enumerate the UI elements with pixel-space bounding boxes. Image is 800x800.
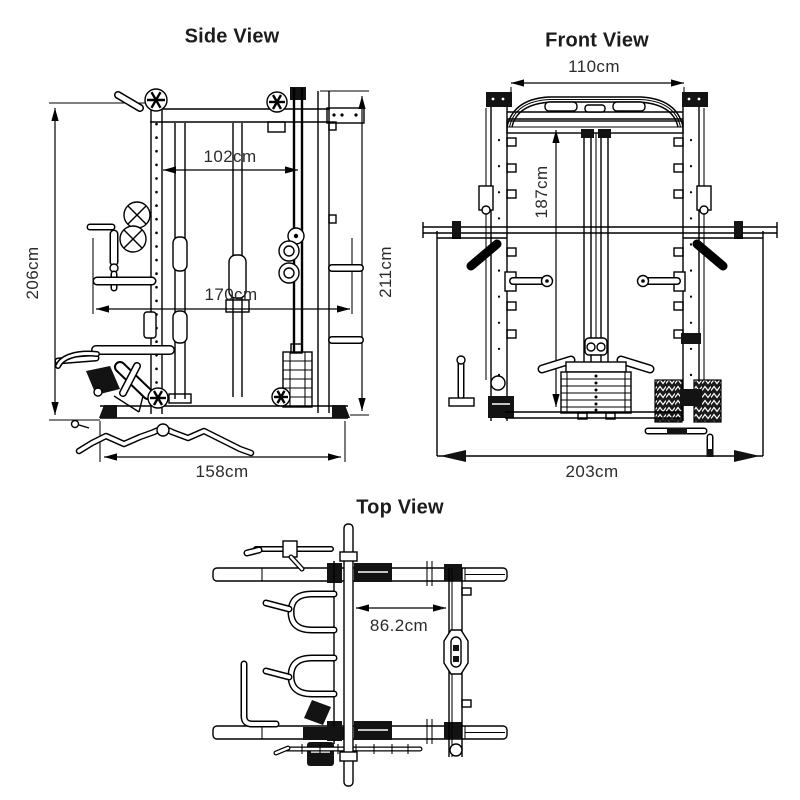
top-view-title: Top View <box>356 496 444 519</box>
front-dim-top-width-label: 110cm <box>568 57 620 76</box>
front-view-title: Front View <box>545 29 649 52</box>
side-view-title: Side View <box>184 25 280 48</box>
side-dim-height-front-label: 206cm <box>23 246 42 300</box>
side-dim-height-rear-label: 211cm <box>376 246 395 298</box>
front-dim-rail-height-label: 187cm <box>532 165 551 219</box>
side-dim-inner-width-label: 102cm <box>203 147 257 166</box>
front-dim-total-width-label: 203cm <box>565 462 619 481</box>
side-dim-base-label: 158cm <box>195 462 249 481</box>
top-view-drawing <box>212 523 508 787</box>
top-dim-inner-width-label: 86.2cm <box>369 616 429 635</box>
side-dim-depth-label: 170cm <box>204 285 258 304</box>
front-view-drawing <box>422 79 778 462</box>
side-view-drawing <box>49 87 369 462</box>
